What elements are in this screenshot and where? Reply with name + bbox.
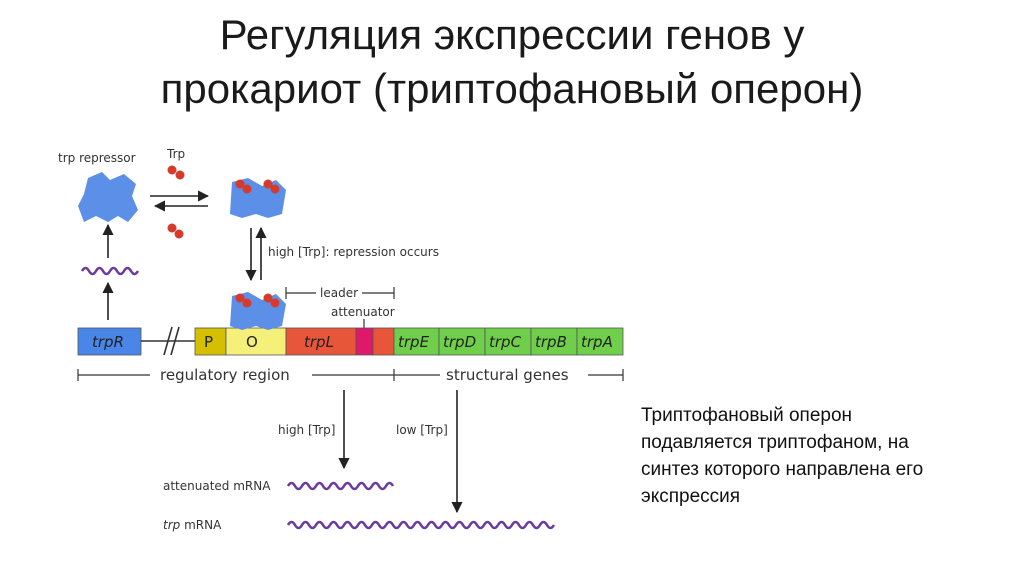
segment-trpB-label: trpB [535, 333, 567, 351]
segment-trpL-label: trpL [304, 333, 334, 351]
high-trp-label: high [Trp] [278, 423, 335, 437]
segment-trpE-label: trpE [398, 333, 430, 351]
leader-label: leader [320, 286, 358, 300]
trp-mrna-squiggle [288, 522, 554, 528]
segment-trpD-label: trpD [443, 333, 476, 351]
caption-line-1: Триптофановый оперон [641, 402, 1011, 429]
attenuated-mrna-squiggle [288, 483, 393, 489]
trp-label: Trp [166, 147, 185, 161]
segment-trpC-label: trpC [489, 333, 522, 351]
repression-label: high [Trp]: repression occurs [268, 245, 439, 259]
trpR-mrna-squiggle [82, 268, 138, 274]
dna-bar: trpR P O trpL trpE trpD trpC trpB trpA [78, 327, 623, 355]
segment-leader-end [373, 328, 394, 355]
repressor-label: trp repressor [58, 151, 136, 165]
trp-mrna-suffix: mRNA [180, 518, 222, 532]
attenuated-mrna-label: attenuated mRNA [163, 479, 271, 493]
segment-trpA-label: trpA [581, 333, 613, 351]
trp-mrna-label: trp mRNA [163, 518, 222, 532]
attenuator-label: attenuator [331, 305, 395, 319]
segment-attenuator [356, 328, 373, 355]
repressor-trp-complex [230, 178, 286, 218]
segment-trpR-label: trpR [92, 333, 124, 351]
repressor-shape-free [78, 172, 138, 222]
caption-line-3: синтез которого направлена его [641, 456, 1011, 483]
equilibrium-arrows [150, 196, 208, 206]
caption-line-4: экспрессия [641, 483, 1011, 510]
trp-molecule-top [168, 166, 185, 180]
regulatory-region-label: regulatory region [160, 366, 290, 384]
caption-text: Триптофановый оперон подавляется триптоф… [641, 402, 1011, 510]
structural-genes-label: structural genes [446, 366, 569, 384]
trp-mrna-italic: trp [163, 518, 181, 532]
segment-promoter-label: P [204, 333, 213, 351]
repressor-on-operator [230, 292, 286, 330]
caption-line-2: подавляется триптофаном, на [641, 429, 1011, 456]
segment-operator-label: O [246, 333, 258, 351]
trp-molecule-bottom [168, 224, 184, 239]
low-trp-label: low [Trp] [396, 423, 448, 437]
